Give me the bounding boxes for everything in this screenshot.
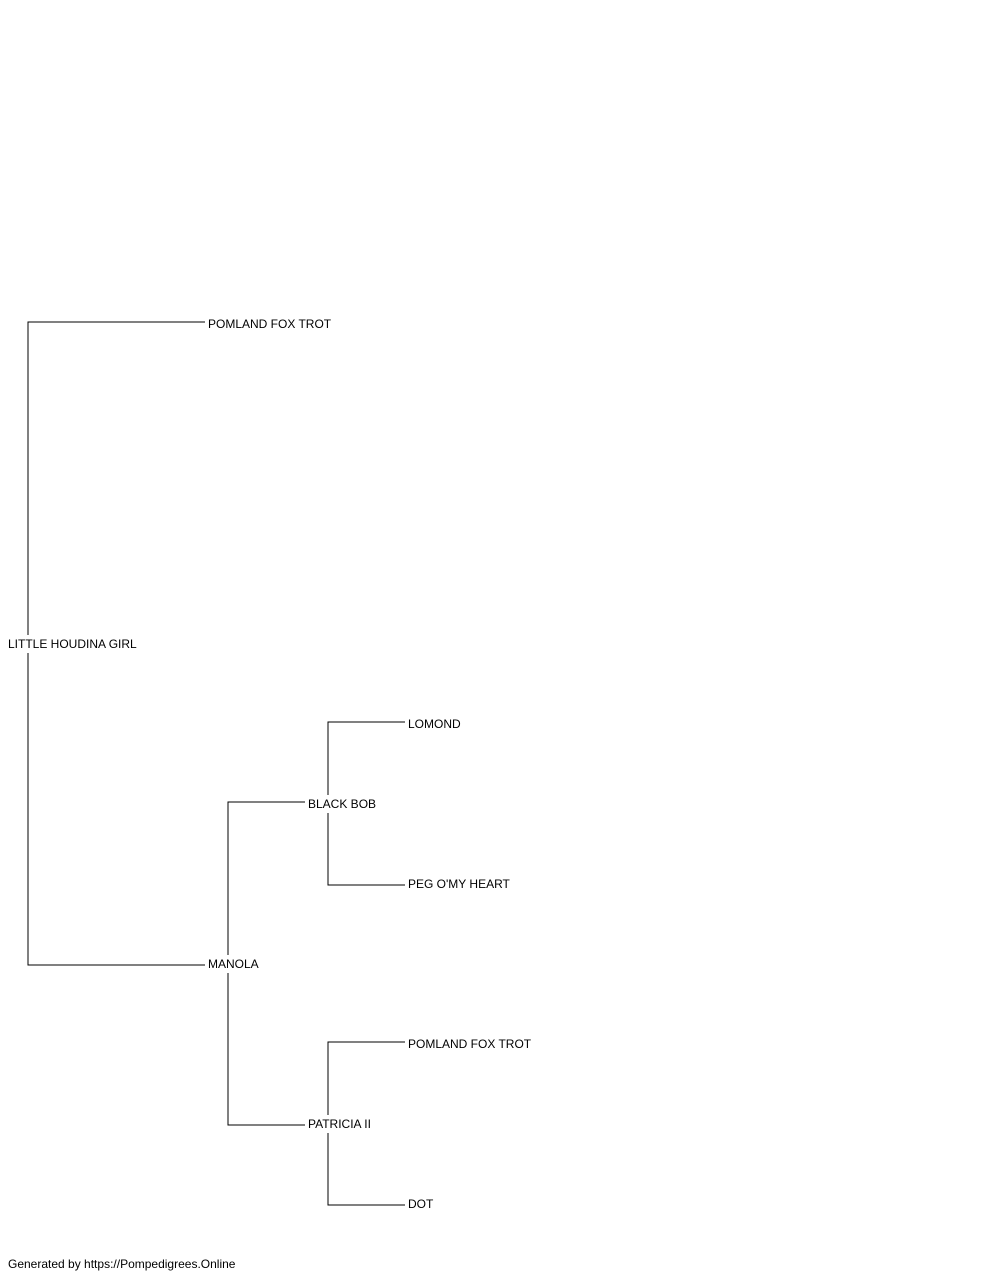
connector-patricia-dam [327, 1133, 405, 1206]
connector-blackbob-dam [327, 813, 405, 886]
dam-sire-name: BLACK BOB [308, 797, 376, 811]
dam-dam-sire-name: POMLAND FOX TROT [408, 1037, 532, 1051]
dam-name: MANOLA [208, 957, 259, 971]
connector-dam-sire [227, 801, 305, 955]
connector-subject-dam [27, 653, 205, 966]
dam-dam-name: PATRICIA II [308, 1117, 371, 1131]
dam-sire-dam-name: PEG O'MY HEART [408, 877, 511, 891]
connector-patricia-sire [327, 1041, 405, 1115]
connector-subject-sire [27, 321, 205, 635]
subject-name: LITTLE HOUDINA GIRL [8, 637, 137, 651]
sire-name: POMLAND FOX TROT [208, 317, 332, 331]
dam-dam-dam-name: DOT [408, 1197, 434, 1211]
connector-blackbob-sire [327, 721, 405, 795]
dam-sire-sire-name: LOMOND [408, 717, 461, 731]
pedigree-labels: LITTLE HOUDINA GIRL POMLAND FOX TROT MAN… [8, 317, 532, 1211]
connector-dam-dam [227, 973, 305, 1126]
footer-credit: Generated by https://Pompedigrees.Online [8, 1257, 236, 1271]
pedigree-connectors [27, 321, 405, 1206]
